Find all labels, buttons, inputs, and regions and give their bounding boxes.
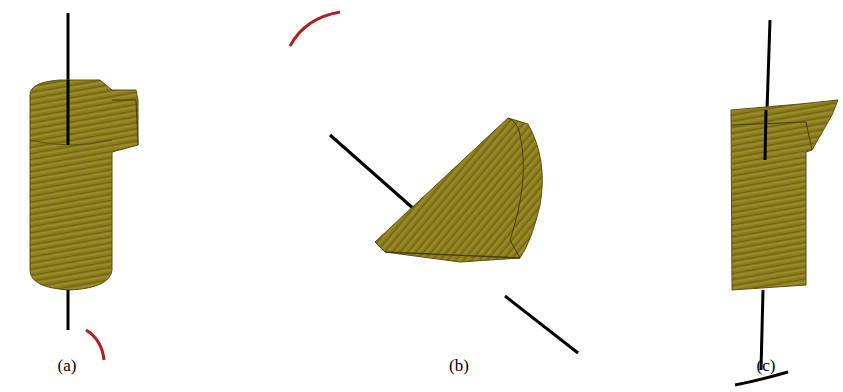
object-a [30, 13, 138, 360]
object-c [731, 20, 838, 385]
subfigure-label: (b) [449, 356, 469, 376]
subfigure-label: (a) [58, 356, 77, 376]
object-b [290, 12, 578, 353]
subfigure-label: (c) [757, 356, 776, 376]
